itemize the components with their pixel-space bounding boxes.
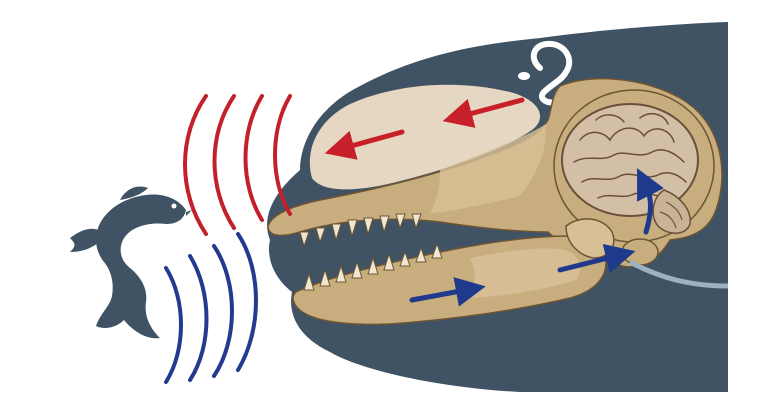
returning-sound-arrows (409, 168, 664, 307)
arrow-icon (324, 129, 405, 160)
arrow-icon (409, 277, 486, 307)
arrow-icon (557, 243, 636, 273)
arrow-icon (442, 97, 525, 128)
lower-teeth (303, 242, 443, 291)
returning-sound-waves (164, 232, 258, 384)
ear-canal (628, 259, 729, 289)
outgoing-sound-arrows (324, 97, 525, 160)
outgoing-sound-waves (183, 94, 292, 236)
fish-icon (70, 186, 192, 339)
arrow-icon (637, 168, 664, 235)
upper-teeth (299, 213, 422, 248)
